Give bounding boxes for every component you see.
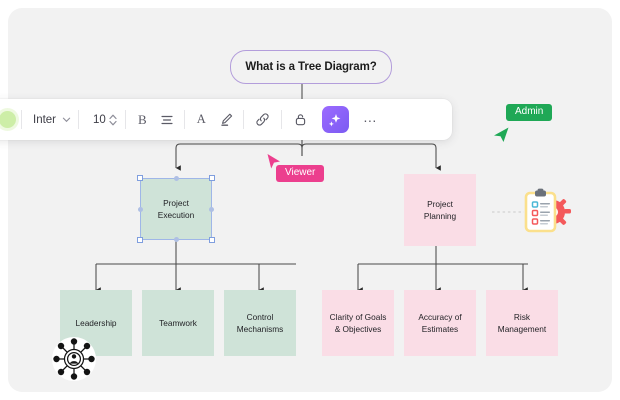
node-label: Project Execution xyxy=(157,197,195,220)
align-button[interactable] xyxy=(155,106,180,133)
font-size-value: 10 xyxy=(93,113,106,126)
node-clarity-of-goals[interactable]: Clarity of Goals & Objectives xyxy=(322,290,394,356)
admin-cursor-label: Admin xyxy=(506,104,553,121)
diagram-canvas[interactable]: What is a Tree Diagram? Project Executio… xyxy=(8,8,612,392)
toolbar-divider xyxy=(242,110,244,129)
more-options-button[interactable]: … xyxy=(362,109,378,125)
root-node-title[interactable]: What is a Tree Diagram? xyxy=(230,50,392,84)
node-risk-management[interactable]: Risk Management xyxy=(486,290,558,356)
viewer-cursor xyxy=(267,154,280,169)
clipboard-checklist-sticker[interactable] xyxy=(520,186,572,238)
ai-assistant-button[interactable] xyxy=(321,106,349,133)
ai-sparkle-icon xyxy=(329,113,341,126)
admin-cursor xyxy=(494,127,509,142)
node-label: Project Planning xyxy=(423,198,457,221)
toolbar-divider xyxy=(183,110,185,129)
font-family-value: Inter xyxy=(33,113,57,126)
node-accuracy-of-estimates[interactable]: Accuracy of Estimates xyxy=(404,290,476,356)
node-teamwork[interactable]: Teamwork xyxy=(142,290,214,356)
link-icon xyxy=(256,113,269,126)
toolbar-divider xyxy=(280,110,282,129)
stepper-updown-icon[interactable] xyxy=(108,113,118,127)
root-node-label: What is a Tree Diagram? xyxy=(245,61,377,73)
highlighter-icon xyxy=(221,113,232,126)
node-project-planning[interactable]: Project Planning xyxy=(404,174,476,246)
chevron-down-icon xyxy=(62,117,71,123)
node-label: Control Mechanisms xyxy=(236,311,284,334)
node-project-execution[interactable]: Project Execution xyxy=(140,178,212,240)
node-control-mechanisms[interactable]: Control Mechanisms xyxy=(224,290,296,356)
node-label: Teamwork xyxy=(159,317,197,328)
toolbar-divider xyxy=(21,110,22,129)
node-label: Clarity of Goals & Objectives xyxy=(329,311,387,334)
node-label: Risk Management xyxy=(497,311,547,334)
node-label: Accuracy of Estimates xyxy=(418,311,462,334)
link-button[interactable] xyxy=(250,106,275,133)
toolbar-divider xyxy=(124,110,126,129)
formatting-toolbar[interactable]: Inter 10 B xyxy=(0,99,452,140)
node-label: Leadership xyxy=(75,317,117,328)
toolbar-divider xyxy=(78,110,80,129)
color-swatch-button[interactable] xyxy=(0,111,16,128)
highlighter-button[interactable] xyxy=(214,106,239,133)
bold-button[interactable]: B xyxy=(137,111,147,127)
viewer-cursor-label: Viewer xyxy=(276,165,325,182)
font-family-control[interactable]: Inter xyxy=(22,99,78,140)
text-color-button[interactable]: A xyxy=(196,112,206,126)
lock-button[interactable] xyxy=(288,106,313,133)
team-network-sticker[interactable] xyxy=(50,335,98,383)
align-center-icon xyxy=(161,115,173,124)
font-size-control[interactable]: 10 xyxy=(79,99,125,140)
lock-icon xyxy=(295,114,305,126)
